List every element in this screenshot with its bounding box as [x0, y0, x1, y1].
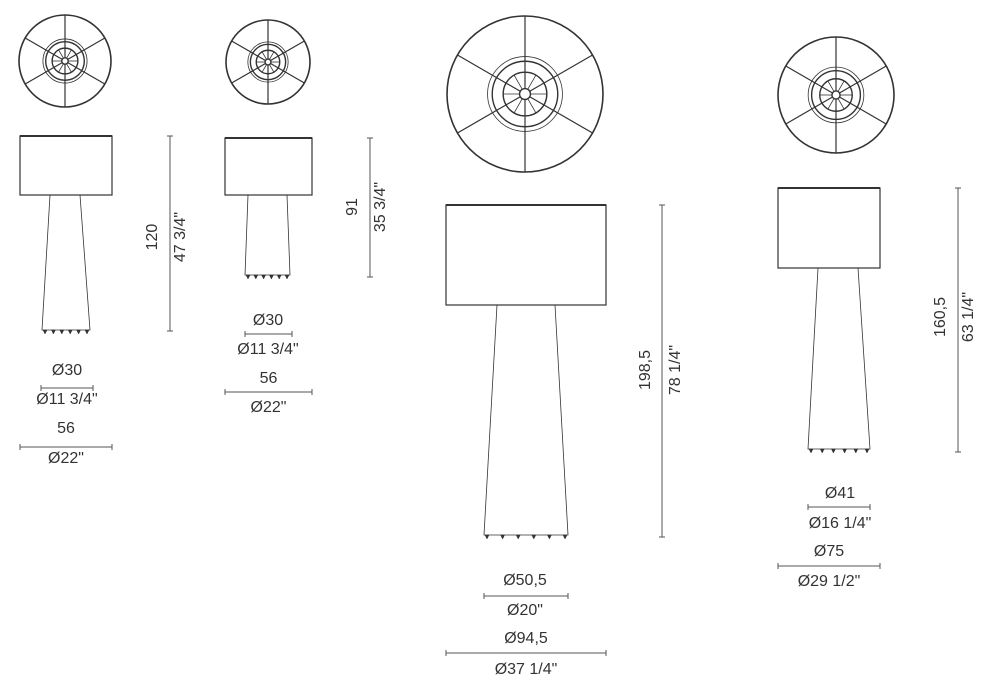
shade-top-view	[18, 14, 112, 108]
foot	[842, 448, 848, 454]
height-in-label: 47 3/4"	[172, 212, 189, 262]
foot	[531, 534, 537, 540]
base-in-label: Ø11 3/4"	[36, 391, 97, 408]
height-cm-label: 198,5	[637, 350, 654, 390]
base-in-label: Ø11 3/4"	[237, 341, 298, 358]
foot	[50, 329, 56, 335]
lamp-base	[483, 304, 569, 536]
shade-in-label: Ø22"	[48, 450, 84, 467]
lampshade	[445, 204, 607, 306]
foot	[253, 274, 259, 280]
shade-top-view	[777, 36, 895, 154]
shade-dimension	[445, 650, 607, 656]
lampshade	[224, 137, 313, 196]
shade-cm-label: Ø75	[814, 543, 844, 560]
foot	[284, 274, 290, 280]
lamp-base	[244, 194, 291, 276]
height-dimension	[167, 135, 173, 332]
height-in-label: 63 1/4"	[960, 292, 977, 342]
shade-in-label: Ø37 1/4"	[495, 661, 558, 678]
height-cm-label: 120	[144, 224, 161, 251]
base-dimension	[807, 504, 871, 510]
foot	[546, 534, 552, 540]
shade-dimension	[19, 444, 113, 450]
height-dimension	[955, 187, 961, 453]
foot	[819, 448, 825, 454]
shade-in-label: Ø29 1/2"	[798, 573, 861, 590]
height-in-label: 78 1/4"	[667, 345, 684, 395]
lampshade	[19, 135, 113, 196]
lampshade	[777, 187, 881, 269]
foot	[67, 329, 73, 335]
height-dimension	[367, 137, 373, 278]
lamp-side-view	[224, 137, 313, 280]
foot	[276, 274, 282, 280]
foot	[808, 448, 814, 454]
base-in-label: Ø16 1/4"	[809, 515, 872, 532]
shade-top-view	[446, 15, 604, 173]
lamp-side-view	[19, 135, 113, 335]
foot	[42, 329, 48, 335]
foot	[853, 448, 859, 454]
base-in-label: Ø20"	[507, 602, 543, 619]
shade-in-label: Ø22"	[251, 399, 287, 416]
lamp-base	[41, 194, 91, 331]
height-in-label: 35 3/4"	[372, 182, 389, 232]
lamp-side-view	[777, 187, 881, 454]
shade-dimension	[224, 389, 313, 395]
base-dimension	[483, 593, 569, 599]
shade-top-view	[225, 19, 311, 105]
height-dimension	[659, 204, 665, 538]
base-dimension	[244, 331, 293, 337]
foot	[76, 329, 82, 335]
foot	[261, 274, 267, 280]
height-cm-label: 91	[344, 198, 361, 216]
lamp-base	[807, 267, 871, 450]
lamp-side-view	[445, 204, 607, 540]
foot	[59, 329, 65, 335]
base-cm-label: Ø30	[52, 362, 82, 379]
foot	[84, 329, 90, 335]
shade-cm-label: 56	[57, 420, 75, 437]
base-dimension	[40, 385, 94, 391]
base-cm-label: Ø41	[825, 485, 855, 502]
foot	[500, 534, 506, 540]
base-cm-label: Ø50,5	[503, 572, 547, 589]
foot	[830, 448, 836, 454]
foot	[245, 274, 251, 280]
shade-dimension	[777, 563, 881, 569]
foot	[562, 534, 568, 540]
shade-cm-label: Ø94,5	[504, 630, 548, 647]
base-cm-label: Ø30	[253, 312, 283, 329]
foot	[515, 534, 521, 540]
height-cm-label: 160,5	[932, 297, 949, 337]
foot	[268, 274, 274, 280]
shade-cm-label: 56	[260, 370, 278, 387]
foot	[484, 534, 490, 540]
foot	[864, 448, 870, 454]
